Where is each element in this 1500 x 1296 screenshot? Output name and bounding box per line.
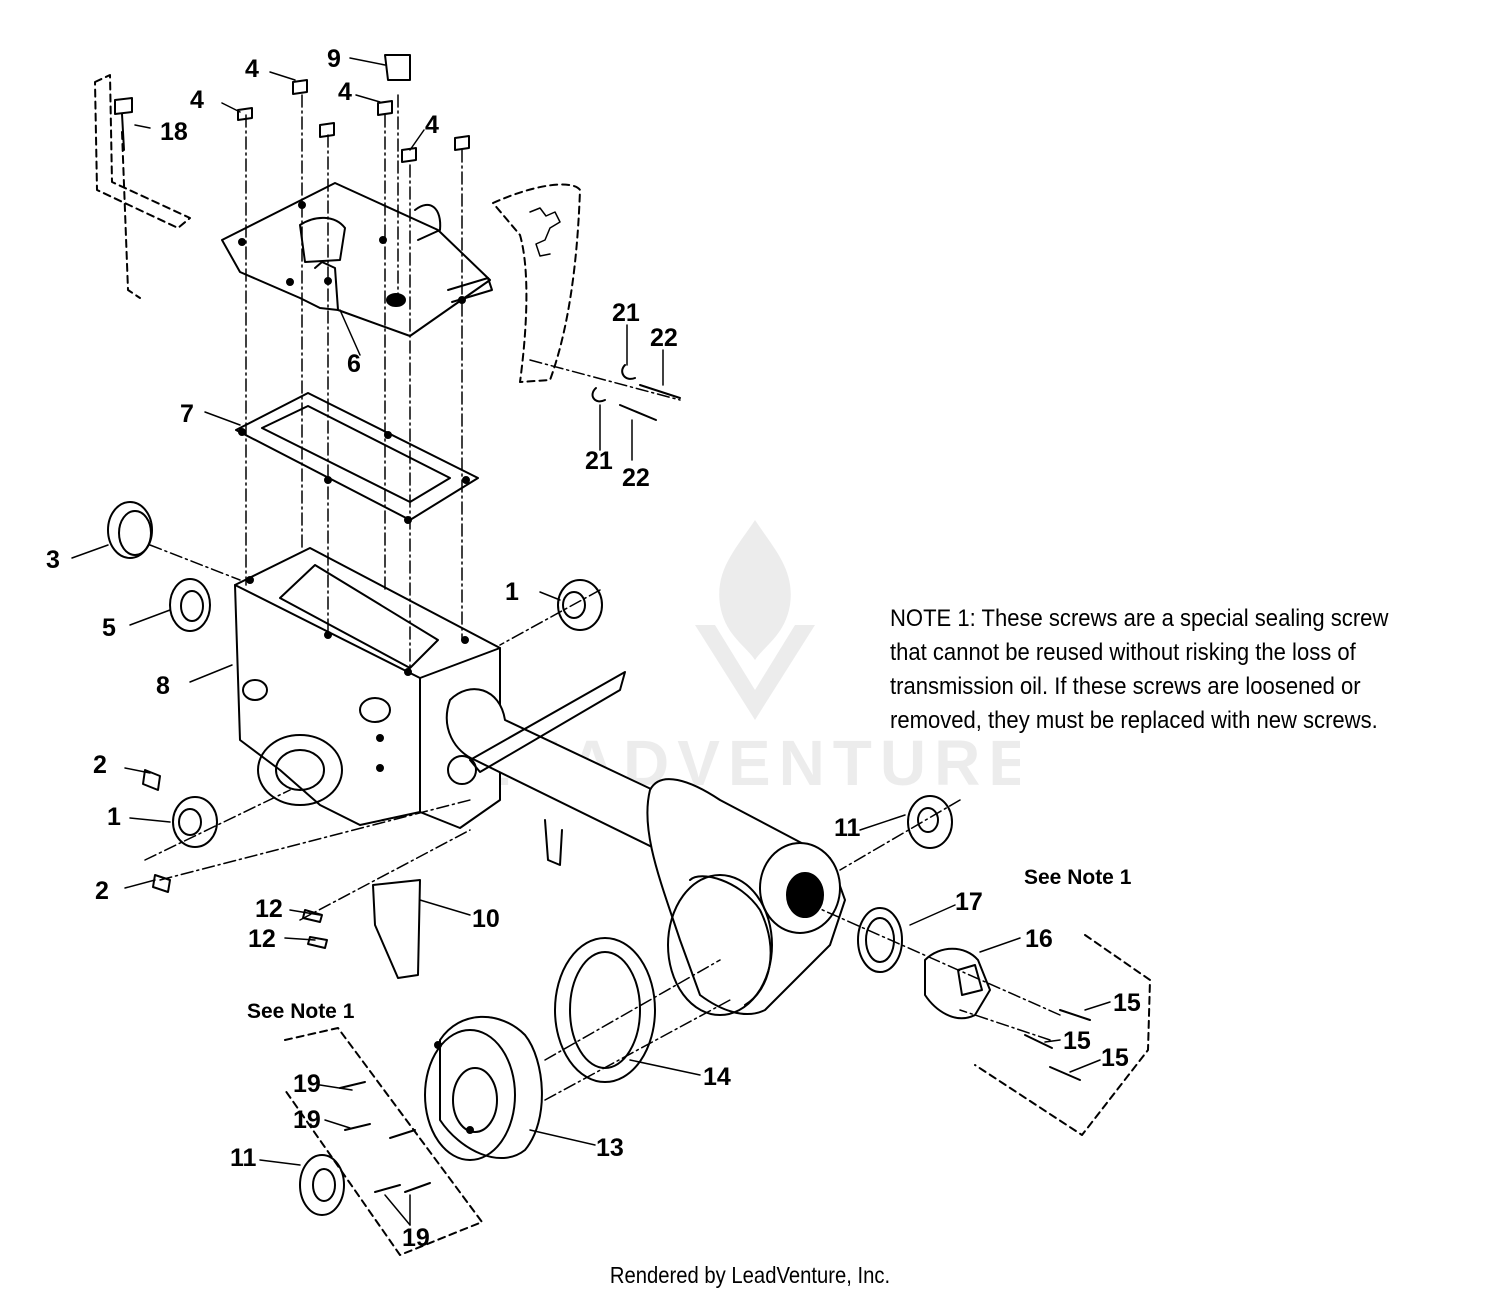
callout-6: 6 (347, 350, 361, 378)
callout-16: 16 (1025, 925, 1053, 953)
callout-1-left: 1 (107, 803, 121, 831)
callout-13: 13 (596, 1134, 624, 1162)
callout-19-b: 19 (293, 1106, 321, 1134)
callout-19-c: 19 (402, 1224, 430, 1252)
callout-10: 10 (472, 905, 500, 933)
callout-4-c: 4 (338, 78, 352, 106)
shift-pattern-glyphs (529, 207, 561, 257)
callout-3: 3 (46, 546, 60, 574)
flame-icon (719, 520, 791, 660)
callout-12-upper: 12 (255, 895, 283, 923)
transmission-housing (234, 547, 501, 829)
callout-21-lower: 21 (585, 447, 613, 475)
callout-11-left: 11 (230, 1144, 257, 1172)
callout-2-upper: 2 (93, 751, 107, 779)
note-line-2: that cannot be reused without risking th… (890, 639, 1356, 666)
callout-1-right: 1 (505, 578, 519, 606)
see-note-left: See Note 1 (247, 1000, 355, 1023)
callout-8: 8 (156, 672, 170, 700)
note1-screw-group-left (284, 1027, 483, 1256)
callout-12-lower: 12 (248, 925, 276, 953)
see-note-right: See Note 1 (1024, 866, 1132, 889)
end-cap-hub (424, 1015, 543, 1161)
note-line-1: NOTE 1: These screws are a special seali… (890, 605, 1389, 632)
callout-4-b: 4 (190, 86, 204, 114)
alignment-lines (144, 94, 1061, 1101)
callout-15-b: 15 (1063, 1027, 1091, 1055)
callout-19-a: 19 (293, 1070, 321, 1098)
leader-lines (71, 57, 1111, 1226)
callout-9: 9 (327, 45, 341, 73)
callout-14: 14 (703, 1063, 731, 1091)
bracket-18-outline (94, 74, 191, 299)
shift-decal (492, 183, 581, 383)
callout-4-d: 4 (425, 111, 439, 139)
hub-gasket (554, 937, 656, 1083)
screws-and-bolts (114, 79, 1091, 1193)
v-logo-icon (695, 625, 815, 720)
note1-screw-group-right (974, 934, 1151, 1136)
note-line-4: removed, they must be replaced with new … (890, 707, 1378, 734)
callout-7: 7 (180, 400, 194, 428)
callout-11-right: 11 (834, 814, 861, 842)
callout-15-a: 15 (1113, 989, 1141, 1017)
footer-credit: Rendered by LeadVenture, Inc. (609, 1262, 891, 1288)
tine-housing (646, 778, 846, 1016)
note-1-text: NOTE 1: These screws are a special seali… (890, 602, 1430, 738)
callout-18: 18 (160, 118, 188, 146)
callout-21-upper: 21 (612, 299, 640, 327)
callout-22-lower: 22 (622, 464, 650, 492)
top-gasket (235, 392, 479, 524)
callout-15-c: 15 (1101, 1044, 1129, 1072)
seals-and-bearings (107, 54, 991, 1216)
top-cover-plate (221, 182, 493, 337)
callout-5: 5 (102, 614, 116, 642)
callout-17: 17 (955, 888, 983, 916)
callout-4-a: 4 (245, 55, 259, 83)
note-line-3: transmission oil. If these screws are lo… (890, 673, 1361, 700)
callout-labels: 1 1 2 2 3 4 4 4 4 5 6 7 8 9 10 11 11 12 … (46, 45, 1141, 1252)
callout-2-lower: 2 (95, 877, 109, 905)
callout-22-upper: 22 (650, 324, 678, 352)
